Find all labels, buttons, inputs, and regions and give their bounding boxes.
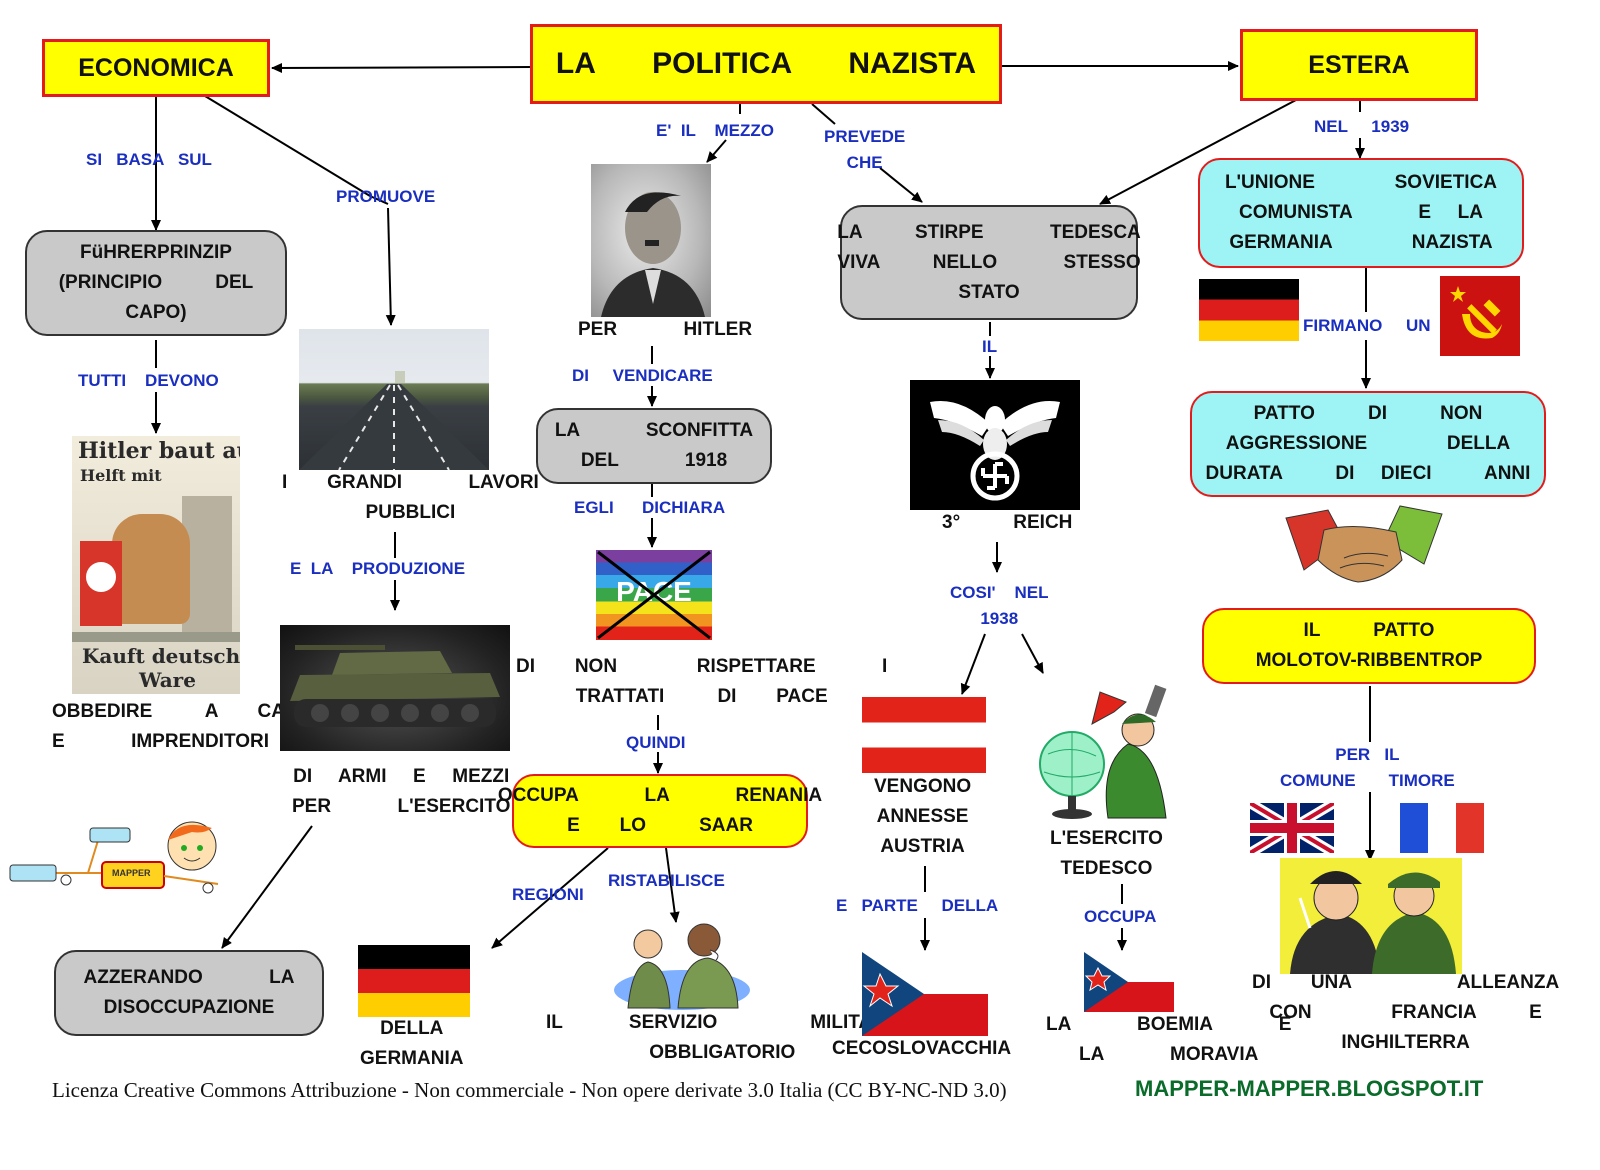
- austria-flag-image: [862, 697, 986, 773]
- main-title: LA POLITICA NAZISTA: [555, 47, 977, 80]
- stirpe-text: LA STIRPE TEDESCA VIVA NELLO STESSO STAT…: [837, 221, 1141, 303]
- poster-wall: [182, 496, 232, 636]
- handshake-drawing: [1285, 505, 1443, 583]
- sconfitta-box: LA SCONFITTA DEL 1918: [536, 408, 772, 484]
- reich-eagle-drawing: [930, 400, 1060, 501]
- alliance-cartoon-drawing: [1290, 871, 1456, 974]
- soviet-flag-image: [1440, 276, 1520, 356]
- handshake-image: [1284, 500, 1444, 600]
- azzerando-text: AZZERANDO LA DISOCCUPAZIONE: [83, 967, 295, 1018]
- fuhrerprinzip-text: FüHRERPRINZIP (PRINCIPIO DEL CAPO): [58, 242, 254, 323]
- alliance-cartoon-image: [1280, 858, 1462, 974]
- link-si-basa-sul: SI BASA SUL: [86, 150, 212, 169]
- azzerando-box: AZZERANDO LA DISOCCUPAZIONE: [54, 950, 324, 1036]
- highway-lanes: [299, 371, 489, 470]
- link-quindi: QUINDI: [626, 733, 686, 752]
- poster-title: Hitler baut auf: [78, 438, 240, 464]
- rispettare-text: DI NON RISPETTARE I TRATTATI DI PACE: [516, 656, 888, 707]
- uk-flag-drawing: [1250, 803, 1334, 853]
- hitler-portrait-image: [591, 164, 711, 317]
- patto-box: PATTO DI NON AGGRESSIONE DELLA DURATA DI…: [1190, 391, 1546, 497]
- servizio-militare-text: IL SERVIZIO MILITARE OBBLIGATORIO: [546, 1012, 899, 1063]
- fuhrerprinzip-box: FüHRERPRINZIP (PRINCIPIO DEL CAPO): [25, 230, 287, 336]
- link-nel-1939: NEL 1939: [1314, 117, 1410, 136]
- czech-flag-drawing: [862, 952, 988, 1036]
- boemia-flag-image: [1084, 952, 1174, 1012]
- mapper-logo-text: MAPPER: [112, 868, 151, 878]
- reich-text: 3° REICH: [942, 512, 1073, 533]
- main-title-box: LA POLITICA NAZISTA: [530, 24, 1002, 104]
- pace-cross-out: [597, 550, 711, 640]
- uk-flag-image: [1250, 803, 1334, 853]
- tank-drawing: [290, 645, 500, 727]
- highway-image: [299, 329, 489, 470]
- armi-mezzi-text: DI ARMI E MEZZI PER L'ESERCITO: [292, 766, 511, 817]
- poster-banner-disc: [86, 562, 116, 592]
- czechoslovakia-flag-image: [862, 952, 988, 1036]
- obbedire-text: OBBEDIRE A CAPI E IMPRENDITORI: [52, 701, 303, 752]
- link-e-il-mezzo: E' IL MEZZO: [656, 121, 775, 140]
- poster-worker-body: [112, 514, 190, 624]
- branch-estera-box: ESTERA: [1240, 29, 1478, 101]
- blog-footer-link[interactable]: MAPPER-MAPPER.BLOGSPOT.IT: [1135, 1076, 1484, 1101]
- renania-text: OCCUPA LA RENANIA E LO SAAR: [497, 785, 823, 836]
- link-ristabilisce: RISTABILISCE: [608, 871, 725, 890]
- unione-text: L'UNIONE SOVIETICA COMUNISTA E LA GERMAN…: [1224, 172, 1498, 253]
- pace-flag-text: PACE: [616, 576, 692, 607]
- soviet-hammer-sickle: [1450, 286, 1502, 339]
- annesse-austria-text: VENGONO ANNESSE AUSTRIA: [874, 776, 972, 857]
- portrait-silhouette: [601, 192, 705, 317]
- per-hitler-text: PER HITLER: [578, 319, 753, 340]
- grandi-lavori-text: I GRANDI LAVORI PUBBLICI: [282, 472, 539, 523]
- link-tutti-devono: TUTTI DEVONO: [78, 371, 219, 390]
- propaganda-poster-image: Hitler baut auf Helft mit Kauft deutsche…: [72, 436, 240, 694]
- alleanza-text: DI UNA ALLEANZA CON FRANCIA E INGHILTERR…: [1252, 972, 1560, 1053]
- molotov-box: IL PATTO MOLOTOV-RIBBENTROP: [1202, 608, 1536, 684]
- link-occupa: OCCUPA: [1084, 907, 1157, 926]
- germany-flag-small: [358, 945, 470, 1017]
- stirpe-box: LA STIRPE TEDESCA VIVA NELLO STESSO STAT…: [837, 205, 1141, 320]
- france-flag-image: [1400, 803, 1484, 853]
- link-regioni: REGIONI: [512, 885, 584, 904]
- branch-economica-label: ECONOMICA: [78, 53, 234, 82]
- sconfitta-text: LA SCONFITTA DEL 1918: [554, 420, 754, 471]
- link-prevede-che: PREVEDE CHE: [824, 127, 906, 172]
- reich-eagle-image: [910, 380, 1080, 510]
- pace-flag-image: PACE: [596, 550, 712, 640]
- esercito-tedesco-text: L'ESERCITO TEDESCO: [1050, 828, 1163, 879]
- branch-estera-label: ESTERA: [1308, 50, 1410, 79]
- molotov-text: IL PATTO MOLOTOV-RIBBENTROP: [1255, 620, 1483, 671]
- link-e-parte-della: E PARTE DELLA: [836, 896, 999, 915]
- germany-flag-large: [1199, 279, 1299, 341]
- link-firmano-un: FIRMANO UN: [1303, 316, 1431, 335]
- link-comune-timore: PER IL COMUNE TIMORE: [1280, 745, 1455, 790]
- mapper-logo-drawing: [9, 821, 219, 894]
- branch-economica-box: ECONOMICA: [42, 39, 270, 97]
- license-footer: Licenza Creative Commons Attribuzione - …: [52, 1078, 1007, 1102]
- tank-image: [280, 625, 510, 751]
- military-service-cartoon: [612, 920, 750, 1010]
- della-germania-text: DELLA GERMANIA: [360, 1018, 464, 1069]
- link-cosi-nel-1938: COSI' NEL 1938: [950, 583, 1049, 628]
- link-egli-dichiara: EGLI DICHIARA: [574, 498, 726, 517]
- poster-lower-field: [72, 632, 240, 642]
- military-cartoon-drawing: [614, 923, 750, 1010]
- cecoslovacchia-text: CECOSLOVACCHIA: [832, 1038, 1012, 1059]
- boemia-flag-drawing: [1084, 952, 1174, 1012]
- army-cartoon-drawing: [1039, 684, 1167, 819]
- boemia-moravia-text: LA BOEMIA E LA MORAVIA: [1046, 1014, 1292, 1065]
- army-cartoon-image: [1038, 684, 1176, 820]
- poster-subtitle: Helft mit: [80, 466, 162, 485]
- link-produzione: E LA PRODUZIONE: [290, 559, 466, 578]
- unione-box: L'UNIONE SOVIETICA COMUNISTA E LA GERMAN…: [1198, 158, 1524, 268]
- patto-text: PATTO DI NON AGGRESSIONE DELLA DURATA DI…: [1205, 403, 1531, 484]
- link-promuove: PROMUOVE: [336, 187, 436, 206]
- poster-bottom-text: Kauft deutsche Ware: [82, 644, 240, 692]
- link-il: IL: [982, 337, 998, 356]
- renania-box: OCCUPA LA RENANIA E LO SAAR: [498, 774, 822, 848]
- link-di-vendicare: DI VENDICARE: [572, 366, 713, 385]
- mapper-logo: MAPPER: [8, 818, 228, 898]
